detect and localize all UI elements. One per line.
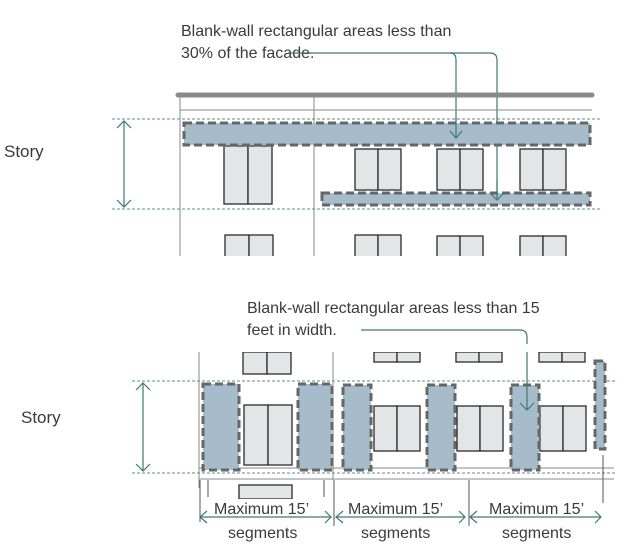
top-story-label: Story	[4, 142, 44, 161]
window	[238, 484, 293, 500]
segment-label-2-line1: Maximum 15’	[348, 501, 443, 518]
bottom-callout-leader	[361, 329, 528, 410]
segment-dimension-3	[469, 510, 602, 524]
segment-label-2-line2: segments	[361, 525, 430, 542]
blank-wall-area-vertical	[201, 382, 241, 472]
blank-wall-area-vertical	[425, 383, 457, 472]
arrowhead-icon	[519, 402, 535, 411]
blank-wall-area-horizontal	[320, 191, 592, 207]
top-diagram: Blank-wall rectangular areas less than 3…	[4, 23, 610, 270]
window	[519, 148, 567, 191]
segment-label-3-line1: Maximum 15’	[489, 501, 584, 518]
window	[456, 405, 504, 452]
segment-label-1-line1: Maximum 15’	[214, 501, 309, 518]
arrowhead-down-icon	[135, 463, 151, 472]
blank-wall-area-vertical	[296, 382, 334, 472]
bottom-story-label: Story	[21, 408, 61, 427]
segment-dimension-1	[199, 510, 332, 524]
blank-wall-area-vertical	[341, 383, 373, 472]
arrowhead-down-icon	[116, 199, 132, 208]
bottom-callout-line2: feet in width.	[247, 322, 337, 339]
arrowhead-icon	[489, 192, 505, 201]
window	[373, 405, 421, 452]
crop-mask	[170, 256, 610, 270]
window	[354, 148, 402, 191]
crop-mask	[230, 499, 300, 509]
window	[243, 404, 293, 466]
top-callout-line2: 30% of the facade.	[181, 45, 314, 62]
window	[223, 145, 273, 205]
blank-wall-area-vertical	[509, 383, 541, 472]
crop-mask	[190, 344, 610, 352]
blank-wall-area-horizontal	[182, 121, 592, 147]
blank-wall-area-vertical	[593, 359, 607, 451]
arrowhead-up-icon	[116, 120, 132, 129]
bottom-diagram: Blank-wall rectangular areas less than 1…	[21, 300, 616, 542]
window	[436, 148, 484, 191]
window	[455, 351, 503, 363]
window	[373, 351, 421, 363]
arrowhead-up-icon	[135, 382, 151, 391]
segment-dimension-2	[335, 510, 466, 524]
bottom-callout-line1: Blank-wall rectangular areas less than 1…	[247, 300, 540, 317]
top-callout-line1: Blank-wall rectangular areas less than	[181, 23, 451, 40]
segment-label-3-line2: segments	[502, 525, 571, 542]
window	[242, 351, 292, 375]
window	[538, 351, 586, 363]
window	[539, 405, 587, 452]
segment-label-1-line2: segments	[228, 525, 297, 542]
top-callout-leader-2	[450, 52, 498, 200]
